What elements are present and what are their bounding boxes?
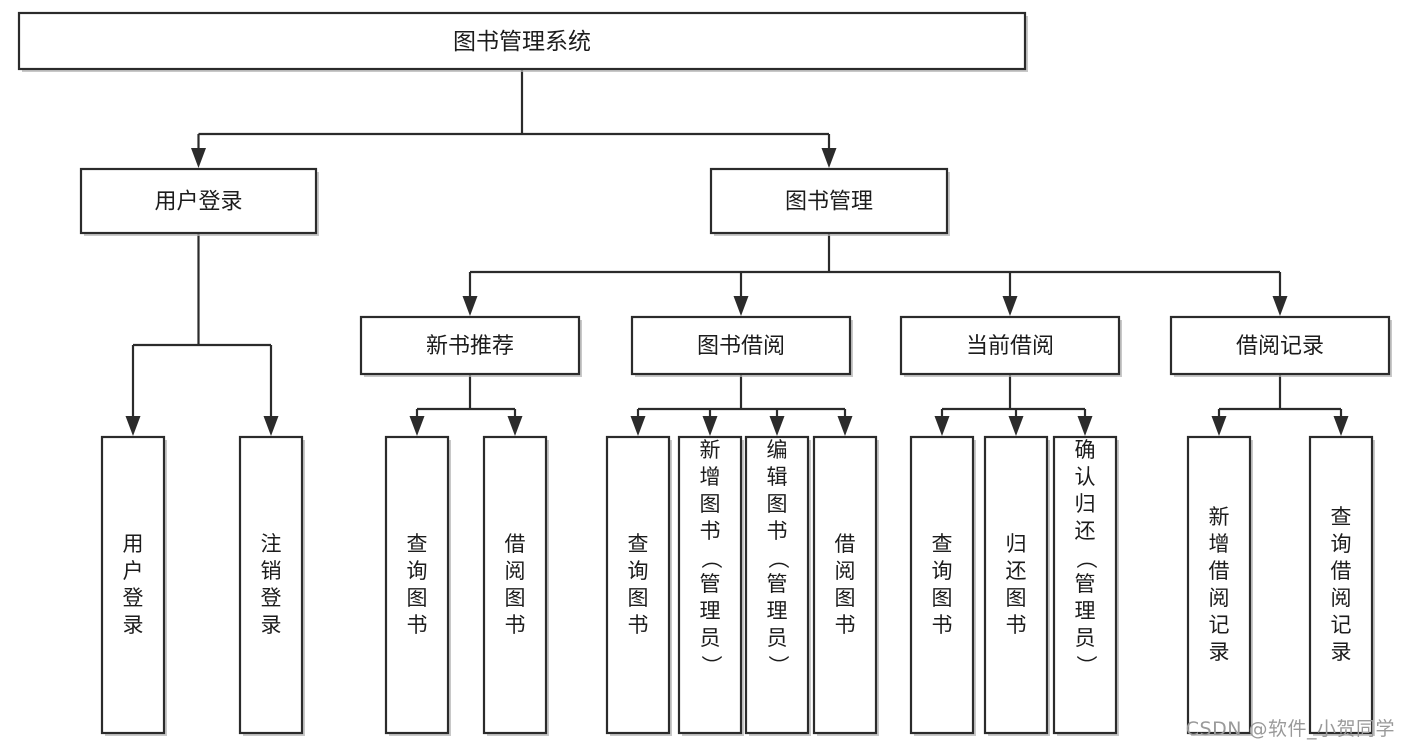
node-label-level3-1: 图书借阅: [697, 334, 785, 359]
node-box-leaf-0[interactable]: [100, 435, 166, 735]
node-label-level3-3: 借阅记录: [1236, 334, 1324, 359]
node-box-leaf-1[interactable]: [238, 435, 304, 735]
watermark-text: CSDN @软件_小贺同学: [1185, 718, 1395, 740]
node-label-level3-2: 当前借阅: [966, 334, 1054, 359]
connector-layer: [125, 69, 1349, 436]
node-box-leaf-7[interactable]: [812, 435, 878, 735]
conn-borrow-arrow-2: [769, 416, 785, 436]
node-box-leaf-6[interactable]: [744, 435, 810, 735]
node-label-root: 图书管理系统: [453, 29, 591, 55]
conn-current-arrow-2: [1077, 416, 1093, 436]
conn-root-arrow-1: [821, 148, 837, 168]
node-box-leaf-8[interactable]: [909, 435, 975, 735]
conn-records-arrow-0: [1211, 416, 1227, 436]
node-label-level2-1: 图书管理: [785, 190, 873, 215]
node-box-level3-3[interactable]: [1169, 315, 1391, 376]
node-box-leaf-5[interactable]: [677, 435, 743, 735]
node-box-leaf-9[interactable]: [983, 435, 1049, 735]
node-box-leaf-11[interactable]: [1186, 435, 1252, 735]
conn-book-mgmt-arrow-2: [1002, 296, 1018, 316]
conn-borrow-arrow-0: [630, 416, 646, 436]
node-label-level2-0: 用户登录: [154, 190, 242, 215]
node-box-root[interactable]: [17, 11, 1027, 71]
conn-borrow-arrow-1: [702, 416, 718, 436]
node-box-leaf-10[interactable]: [1052, 435, 1118, 735]
conn-user-login-arrow-0: [125, 416, 141, 436]
conn-new-book-arrow-1: [507, 416, 523, 436]
node-box-layer: [17, 11, 1392, 736]
node-box-leaf-3[interactable]: [482, 435, 548, 735]
conn-records-arrow-1: [1333, 416, 1349, 436]
conn-book-mgmt-arrow-3: [1272, 296, 1288, 316]
conn-user-login-arrow-1: [263, 416, 279, 436]
node-label-level3-0: 新书推荐: [426, 334, 514, 359]
conn-new-book-arrow-0: [409, 416, 425, 436]
conn-current-arrow-0: [934, 416, 950, 436]
conn-root-arrow-0: [191, 148, 206, 168]
conn-book-mgmt-arrow-1: [733, 296, 749, 316]
node-box-level3-0[interactable]: [359, 315, 581, 376]
node-box-leaf-12[interactable]: [1308, 435, 1374, 735]
node-box-leaf-2[interactable]: [384, 435, 450, 735]
node-box-level3-2[interactable]: [899, 315, 1121, 376]
node-box-level3-1[interactable]: [630, 315, 852, 376]
conn-borrow-arrow-3: [837, 416, 853, 436]
node-box-level2-1[interactable]: [709, 167, 949, 235]
node-box-level2-0[interactable]: [79, 167, 318, 235]
node-box-leaf-4[interactable]: [605, 435, 671, 735]
conn-book-mgmt-arrow-0: [462, 296, 478, 316]
conn-current-arrow-1: [1008, 416, 1024, 436]
